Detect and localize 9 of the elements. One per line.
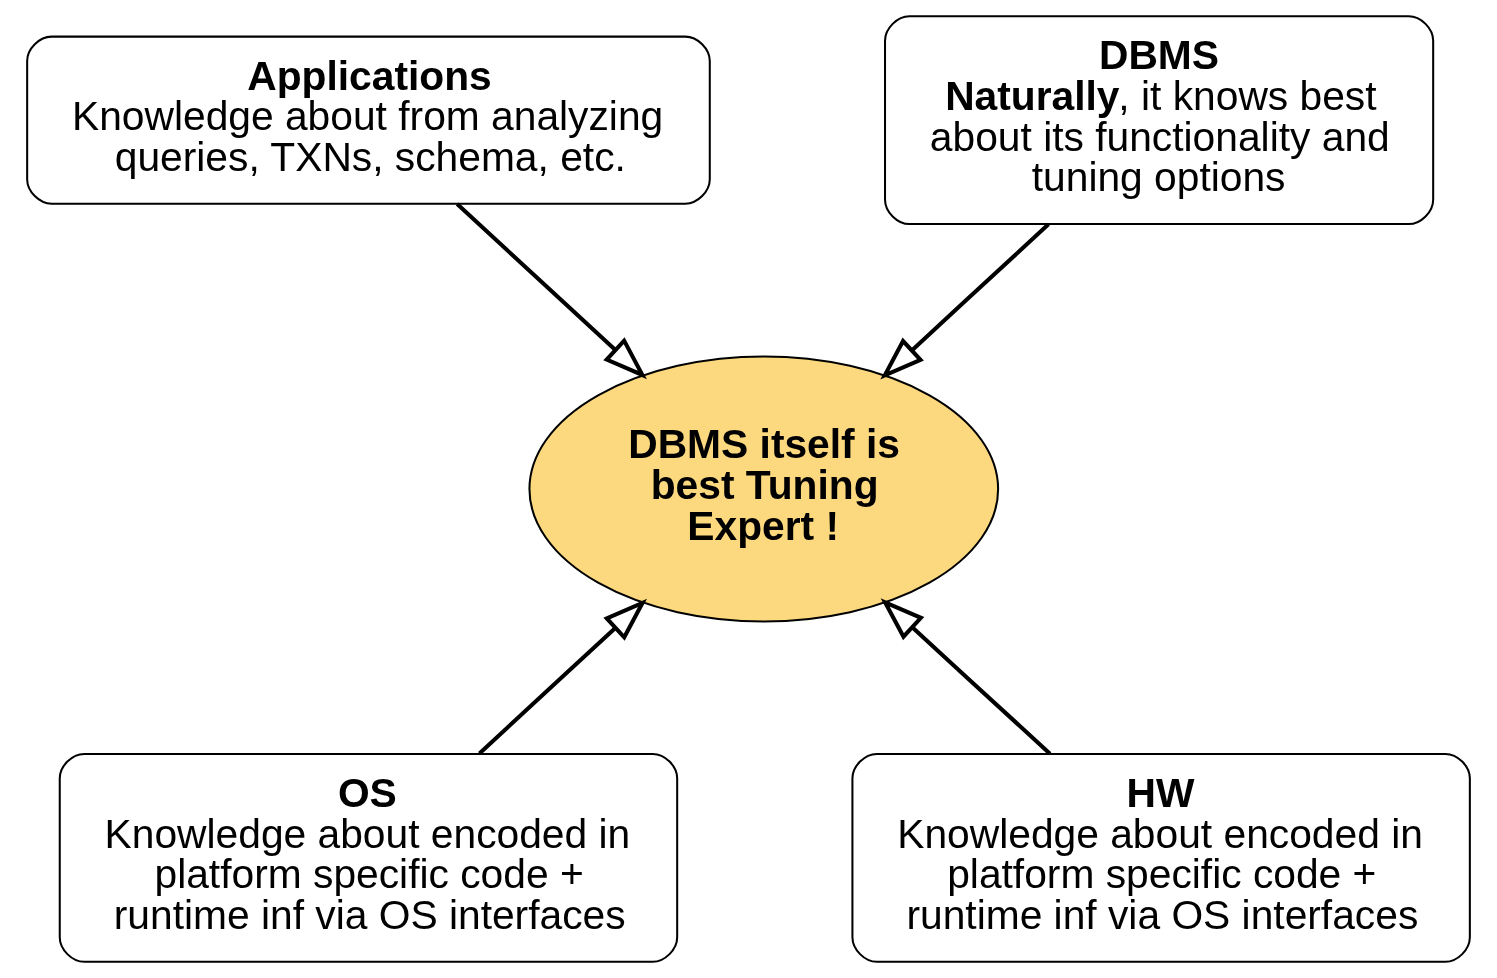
node-box: OS Knowledge about encoded in platform specific code + runtime inf via OS interfaces: [58, 752, 679, 963]
node-box: Applications Knowledge about from analyzing queries, TXNs, schema, etc.: [26, 35, 711, 205]
arrow: [478, 598, 648, 755]
node-ellipse: DBMS itself is best Tuning Expert !: [528, 355, 1000, 623]
arrow: [880, 222, 1050, 380]
arrow: [455, 202, 647, 380]
arrow: [880, 598, 1052, 756]
node-box: DBMS Naturally, it knows best about its functionality and tuning options: [884, 15, 1435, 226]
node-box: HW Knowledge about encoded in platform specific code + runtime inf via OS interfaces: [851, 752, 1471, 963]
